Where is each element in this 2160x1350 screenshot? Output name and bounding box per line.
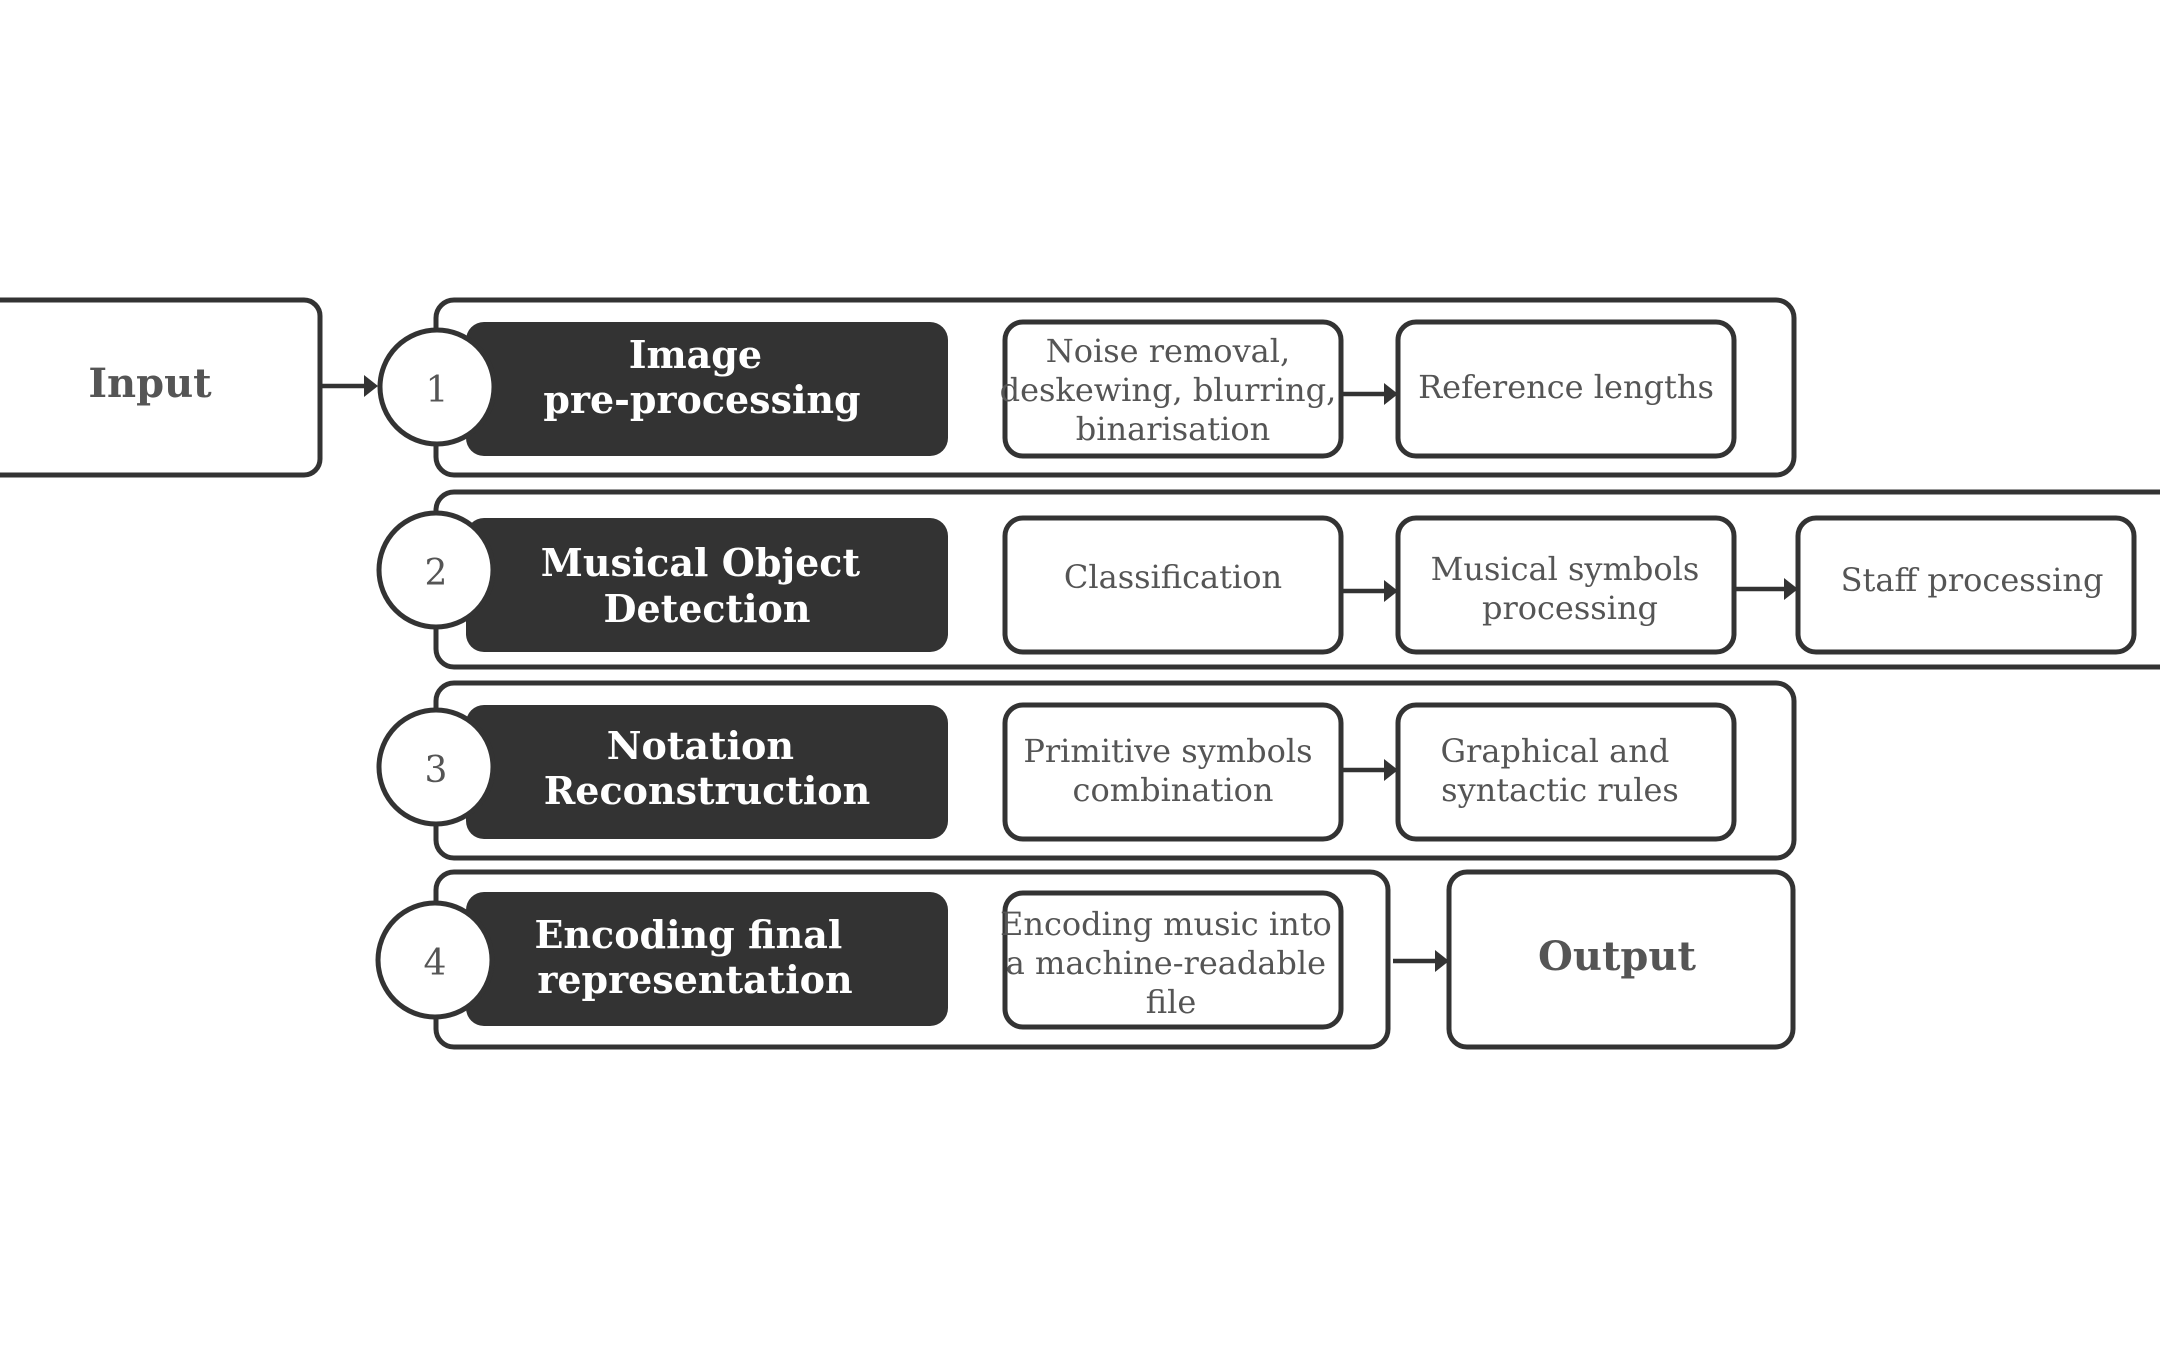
input-label: Input — [88, 360, 212, 407]
stage-4-title-line-1: Encoding final — [534, 912, 842, 957]
stage-4-number-circle — [375, 900, 495, 1020]
stage-1-title-line-2: pre-processing — [543, 377, 860, 422]
output-node: Output — [1446, 869, 1796, 1050]
stage-1-title: Image pre-processing — [543, 332, 860, 422]
stage-2: Musical Object Detection 2 Classificatio… — [376, 489, 2160, 670]
stage-1-number: 1 — [426, 370, 449, 411]
stage-1-step-2-box — [1395, 319, 1737, 459]
stage-1: Image pre-processing 1 Noise removal, de… — [377, 297, 1797, 478]
stage-1-step-2: Reference lengths — [1418, 368, 1714, 406]
stage-2-step-1-box — [1002, 515, 1344, 655]
stage-4-title-line-2: representation — [537, 957, 852, 1002]
stage-4-step-1: Encoding music into a machine-readable f… — [1000, 905, 1342, 1021]
stage-2-step-2-box — [1395, 515, 1737, 655]
stage-2-step-3-box — [1795, 515, 2137, 655]
stage-3-step-2: Graphical and syntactic rules — [1440, 732, 1679, 809]
stage-4: Encoding final representation 4 Encoding… — [375, 869, 1391, 1050]
stage-4-number: 4 — [424, 943, 447, 984]
stage-1-step-1: Noise removal, deskewing, blurring, bina… — [1000, 332, 1347, 448]
input-node: Input — [0, 297, 323, 478]
stage-2-title-line-2: Detection — [604, 586, 811, 631]
stage-3-title: Notation Reconstruction — [544, 723, 871, 813]
output-arrow — [1393, 950, 1449, 972]
stage-3: Notation Reconstruction 3 Primitive symb… — [376, 680, 1797, 861]
stage-2-step-2: Musical symbols processing — [1431, 550, 1710, 627]
stage-2-step-3: Staff processing — [1841, 561, 2104, 599]
stage-2-title: Musical Object Detection — [541, 540, 873, 631]
stage-4-title: Encoding final representation — [534, 912, 855, 1002]
output-label: Output — [1538, 933, 1696, 980]
stage-3-title-line-1: Notation — [607, 723, 794, 768]
stage-2-title-box — [466, 518, 948, 652]
stage-3-step-2-box — [1395, 702, 1737, 842]
stage-2-title-line-1: Musical Object — [541, 540, 861, 585]
stage-3-step-1: Primitive symbols combination — [1023, 732, 1322, 809]
stage-1-step-1-box — [1002, 319, 1344, 459]
stage-2-step-1: Classification — [1064, 558, 1282, 596]
stage-1-title-line-1: Image — [629, 332, 762, 377]
stage-2-number-circle — [376, 510, 496, 630]
stage-3-title-box — [466, 705, 948, 839]
stage-4-title-box — [466, 892, 948, 1026]
stage-1-number-circle — [377, 327, 497, 447]
stage-2-number: 2 — [425, 553, 448, 594]
stage-3-number: 3 — [425, 750, 448, 791]
stage-1-title-box — [466, 322, 948, 456]
stage-3-title-line-2: Reconstruction — [544, 768, 871, 813]
input-arrow — [320, 375, 378, 397]
stage-3-number-circle — [376, 707, 496, 827]
stage-4-step-1-box — [1002, 890, 1344, 1030]
